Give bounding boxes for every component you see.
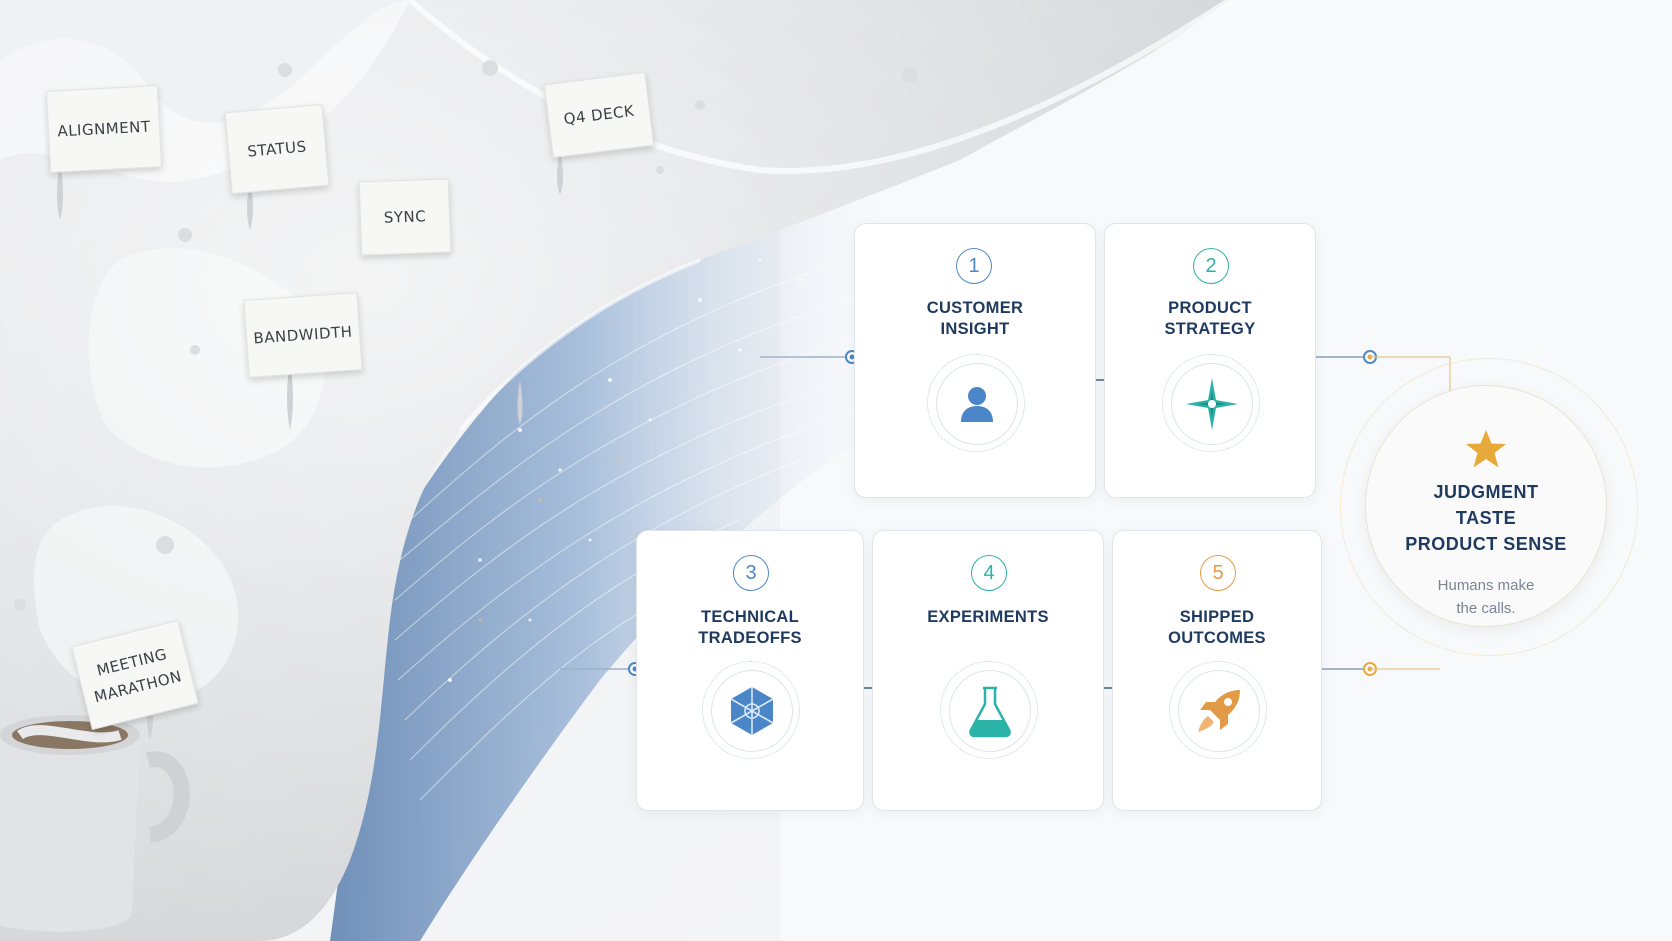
step-title-line2: OUTCOMES bbox=[1168, 629, 1266, 647]
hexagon-network-icon bbox=[730, 687, 774, 735]
step-title-line2: TRADEOFFS bbox=[698, 629, 802, 647]
compass-icon bbox=[1186, 378, 1238, 430]
step-number-badge: 4 bbox=[971, 555, 1007, 591]
judgment-subtitle-line1: Humans make bbox=[1437, 577, 1535, 594]
step-card-technical-tradeoffs: 3 TECHNICAL TRADEOFFS bbox=[636, 530, 864, 811]
person-icon bbox=[961, 387, 993, 422]
step-title-line1: EXPERIMENTS bbox=[927, 608, 1049, 626]
coffee-mug-illustration bbox=[0, 715, 190, 932]
step-title-line1: PRODUCT bbox=[1168, 299, 1252, 317]
step-number-badge: 1 bbox=[956, 248, 992, 284]
judgment-subtitle-line2: the calls. bbox=[1456, 600, 1516, 617]
rocket-icon bbox=[1198, 690, 1240, 732]
judgment-line-1: JUDGMENT bbox=[1433, 482, 1539, 502]
step-number-badge: 3 bbox=[733, 555, 769, 591]
step-number-badge: 5 bbox=[1200, 555, 1236, 591]
step-card-shipped-outcomes: 5 SHIPPED OUTCOMES bbox=[1112, 530, 1322, 811]
step-card-product-strategy: 2 PRODUCT STRATEGY bbox=[1104, 223, 1316, 498]
step-card-customer-insight: 1 CUSTOMER INSIGHT bbox=[854, 223, 1096, 498]
step-title-line1: SHIPPED bbox=[1179, 608, 1255, 626]
step-title-line2: STRATEGY bbox=[1164, 320, 1256, 338]
judgment-line-3: PRODUCT SENSE bbox=[1405, 534, 1567, 554]
judgment-line-2: TASTE bbox=[1455, 508, 1517, 528]
flask-icon bbox=[969, 686, 1011, 738]
step-card-experiments: 4 EXPERIMENTS bbox=[872, 530, 1104, 811]
judgment-outer-ring bbox=[1340, 358, 1638, 656]
step-number-badge: 2 bbox=[1193, 248, 1229, 284]
step-title-line1: CUSTOMER bbox=[926, 299, 1024, 317]
judgment-circle: JUDGMENT TASTE PRODUCT SENSE Humans make… bbox=[1365, 385, 1607, 627]
step-title-line2: INSIGHT bbox=[940, 320, 1010, 338]
star-icon bbox=[1466, 430, 1506, 468]
step-title-line1: TECHNICAL bbox=[700, 608, 800, 626]
